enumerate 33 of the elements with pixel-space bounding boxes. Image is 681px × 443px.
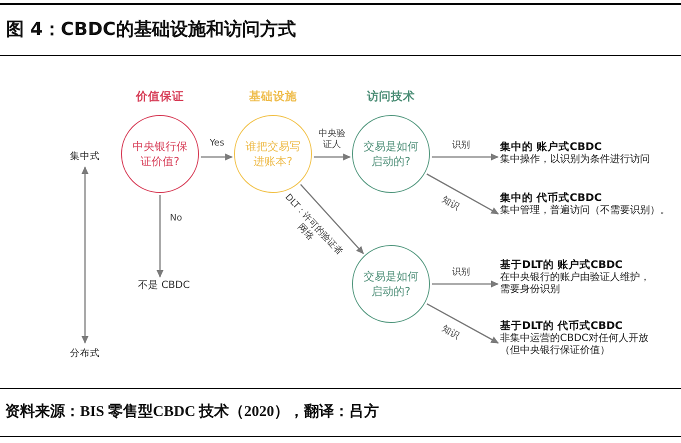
arrow	[426, 303, 499, 344]
edge-label: 知识	[439, 324, 461, 342]
decision-circle: 交易是如何启动的?	[352, 115, 430, 193]
arrow	[432, 154, 499, 160]
outcome-description: 在中央银行的账户由验证人维护，需要身份识别	[500, 272, 651, 296]
outcome-description: 集中管理，普遍访问（不需要识别）。	[500, 205, 670, 217]
edge-label: 识别	[452, 268, 470, 278]
arrow	[432, 280, 499, 288]
edge-label: 中央验证人	[318, 129, 346, 151]
source-caption: 资料来源：BIS 零售型CBDC 技术（2020），翻译：吕方	[5, 402, 380, 422]
decision-circle: 谁把交易写进账本?	[234, 115, 312, 193]
arrow	[200, 154, 233, 160]
figure-title: 图 4：CBDC的基础设施和访问方式	[6, 19, 296, 41]
arrow	[314, 154, 351, 160]
outcome-heading: 集中的 账户式CBDC	[500, 141, 602, 154]
edge-label: 识别	[452, 140, 470, 152]
column-heading: 基础设施	[249, 89, 297, 103]
outcome-heading: 基于DLT的 账户式CBDC	[500, 259, 623, 272]
result-text: 不是 CBDC	[138, 279, 190, 292]
outcome-description: 集中操作，以识别为条件进行访问	[500, 154, 650, 166]
arrow	[426, 173, 499, 214]
decision-circle: 交易是如何启动的?	[352, 245, 430, 323]
column-heading: 价值保证	[136, 89, 184, 103]
column-heading: 访问技术	[367, 89, 415, 103]
axis-label: 分布式	[70, 348, 100, 360]
edge-label: 知识	[439, 194, 461, 214]
outcome-heading: 基于DLT的 代币式CBDC	[500, 320, 623, 332]
outcome-description: 非集中运营的CBDC对任何人开放（但中央银行保证价值）	[500, 333, 650, 357]
arrow	[300, 184, 364, 254]
outcome-heading: 集中的 代币式CBDC	[500, 192, 602, 204]
axis-label: 集中式	[70, 151, 100, 163]
arrow	[156, 195, 164, 278]
decision-circle: 中央银行保证价值?	[121, 115, 199, 193]
